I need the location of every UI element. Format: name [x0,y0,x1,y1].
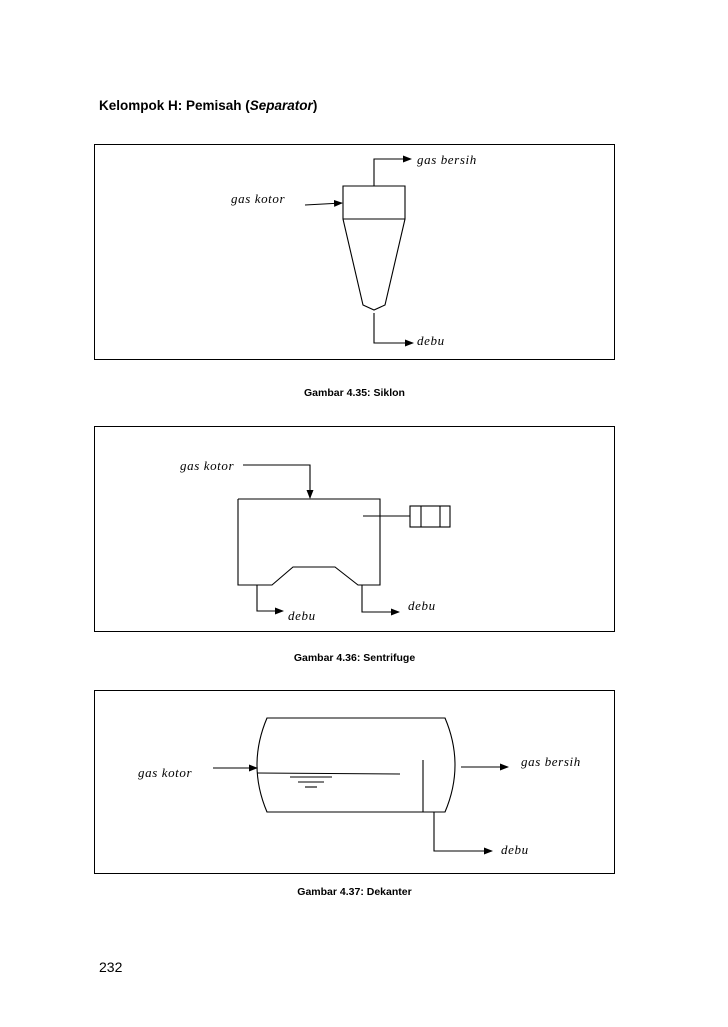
caption-cyclone: Gambar 4.35: Siklon [304,387,405,399]
dirty-gas-pipe [243,464,314,499]
dust-label: debu [417,333,445,348]
cyclone-diagram: gas bersih gas kotor debu [231,152,477,348]
figure-decanter: gas kotor gas bersih debu [94,690,615,874]
cyclone-body [342,185,406,311]
dirty-gas-arrow [304,199,343,207]
dust-label-right: debu [408,598,436,613]
dirty-gas-label: gas kotor [180,458,234,473]
page-number: 232 [99,959,123,975]
clean-gas-label: gas bersih [521,754,581,769]
decanter-vessel [256,717,456,813]
dust-label: debu [501,842,529,857]
figure-centrifuge: gas kotor debu debu [94,426,615,632]
heading-prefix: Kelompok H: Pemisah ( [99,98,250,113]
centrifuge-housing [237,498,381,586]
section-heading: Kelompok H: Pemisah (Separator) [99,98,317,113]
dust-pipe [373,313,414,347]
heading-suffix: ) [312,98,318,113]
centrifuge-diagram: gas kotor debu debu [180,458,451,623]
dirty-gas-label: gas kotor [138,765,192,780]
dust-pipe [433,812,493,855]
clean-gas-pipe [373,155,412,186]
figure-cyclone: gas bersih gas kotor debu [94,144,615,360]
dust-pipe-left [256,585,284,615]
caption-centrifuge: Gambar 4.36: Sentrifuge [293,652,416,664]
dirty-gas-label: gas kotor [231,191,285,206]
clean-gas-label: gas bersih [417,152,477,167]
dust-pipe-right [361,585,400,616]
dust-label-left: debu [288,608,316,623]
caption-decanter: Gambar 4.37: Dekanter [297,886,412,898]
heading-italic: Separator [249,98,313,113]
decanter-diagram: gas kotor gas bersih debu [138,717,581,857]
motor [409,505,451,528]
liquid-level [256,772,401,775]
